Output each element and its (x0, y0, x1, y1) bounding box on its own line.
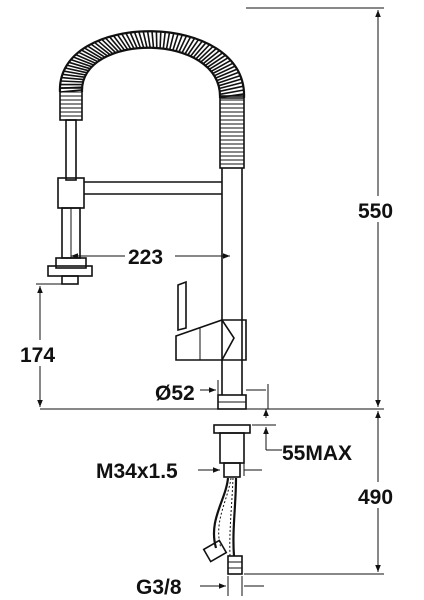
spring-coil-turn (138, 31, 145, 49)
spring-coil-turn (116, 34, 129, 51)
spring-coil-turn (219, 89, 244, 96)
total-height-label: 550 (358, 200, 393, 223)
spring-coil-turn (202, 49, 221, 65)
spring-coil-turn (218, 78, 242, 87)
spring-coil-turn (121, 33, 132, 50)
spring-coil-turn (104, 37, 120, 53)
body-diameter-label: Ø52 (155, 382, 195, 405)
spring-coil-turn (219, 81, 243, 90)
spring-coil-turn (151, 31, 155, 48)
spout-height-label: 174 (20, 344, 55, 367)
spring-coil-turn (159, 31, 162, 49)
dimension-spout-reach (71, 244, 230, 268)
dimension-spout-height (18, 283, 66, 407)
dimension-mounting-thread (198, 458, 262, 476)
spring-coil-turn (197, 45, 214, 61)
spring-coil-turn (195, 43, 211, 60)
mounting-thread-label: M34x1.5 (96, 460, 178, 483)
spring-coil-turn (200, 47, 217, 63)
spring-coil-turn (210, 59, 232, 73)
spring-coil-turn (187, 39, 200, 56)
spring-coil (58, 30, 246, 99)
dimension-total-height (246, 7, 404, 407)
spring-coil-turn (217, 74, 241, 84)
spring-coil-turn (175, 34, 184, 52)
spring-coil-turn (212, 62, 234, 75)
spray-head (47, 119, 93, 285)
spring-coil-turn (97, 40, 114, 55)
spring-coil-turn (101, 38, 117, 54)
spring-coil-turn (204, 52, 224, 67)
spring-coil-turn (87, 45, 106, 58)
spring-coil-turn (62, 73, 85, 78)
spring-coil-turn (181, 36, 192, 54)
spray-head-grip (59, 87, 83, 121)
spring-coil-turn (63, 70, 87, 76)
mounting-assembly (213, 424, 251, 478)
spring-coil-turn (168, 33, 175, 50)
spring-coil-turn (60, 80, 84, 83)
spring-coil-turn (129, 32, 138, 49)
spring-coil-turn (219, 93, 245, 99)
dimension-hose-length (244, 411, 404, 575)
spring-coil-turn (165, 32, 171, 50)
spring-coil-turn (189, 40, 203, 57)
spring-coil-turn (59, 86, 83, 89)
spring-coil-turn (219, 85, 244, 93)
spring-coil-turn (178, 35, 188, 53)
lever-handle (175, 280, 247, 361)
spring-coil-turn (206, 54, 226, 68)
spring-coil-turn (66, 64, 89, 72)
spring-coil-turn (93, 41, 111, 56)
spring-coil-turn (215, 68, 238, 79)
spring-coil-turn (61, 76, 84, 81)
spout-reach-label: 223 (128, 246, 163, 269)
faucet-outline (217, 167, 247, 410)
spring-coil-turn (75, 53, 97, 65)
spring-coil-turn (184, 37, 196, 55)
hose-connection-label: G3/8 (136, 576, 182, 599)
spring-coil-turn (125, 32, 135, 49)
spring-coil-turn (216, 71, 240, 82)
spring-coil-turn (112, 35, 126, 51)
spring-coil-turn (68, 61, 91, 70)
spring-coil-turn (162, 31, 166, 49)
spring-coil-turn (65, 67, 88, 74)
spring-coil-turn (172, 33, 179, 51)
spring-coil-turn (73, 56, 94, 66)
spring-coil-turn (192, 42, 207, 59)
spring-coil-turn (81, 49, 101, 61)
spring-coil-turn (142, 31, 148, 48)
spring-coil-turn (108, 36, 123, 52)
column-spring-sleeve (219, 95, 245, 169)
dimension-deck-thickness (252, 409, 282, 451)
dimension-hose-connection (200, 576, 264, 596)
spring-coil-turn (59, 89, 83, 93)
spring-coil-turn (83, 47, 103, 60)
spring-coil-turn (78, 51, 99, 63)
spring-coil-turn (146, 31, 151, 48)
deck-thickness-label: 55MAX (282, 442, 352, 465)
spout-arm (84, 181, 222, 195)
spring-coil-turn (70, 58, 93, 68)
dimension-body-diameter (200, 380, 269, 409)
supply-hoses (202, 477, 243, 575)
spring-coil-turn (213, 65, 236, 77)
spring-coil-turn (90, 43, 108, 57)
spring-coil-turn (208, 57, 229, 70)
hose-length-label: 490 (358, 486, 393, 509)
spring-coil-turn (133, 31, 142, 49)
